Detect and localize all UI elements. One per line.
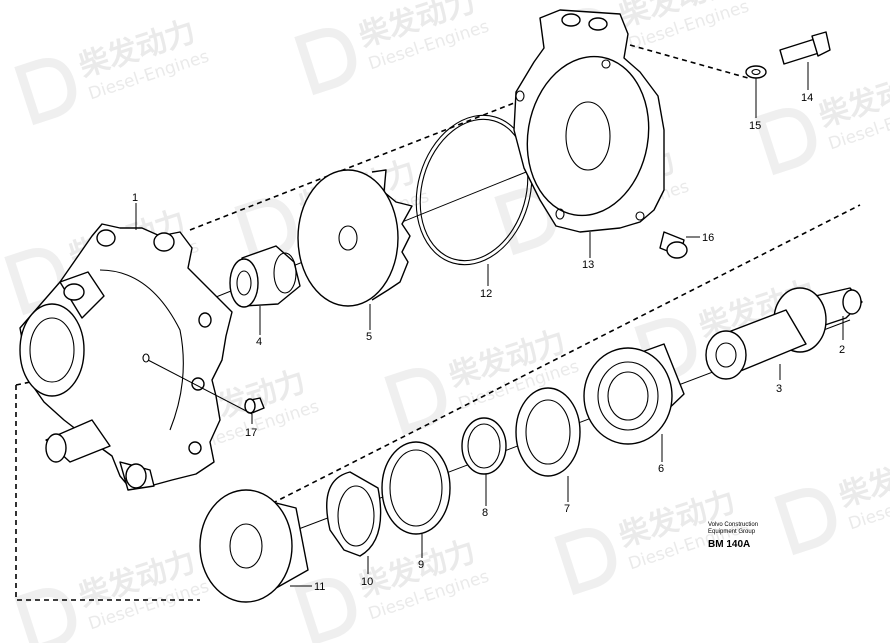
company-line-1: Volvo Construction (708, 522, 759, 528)
callout-11: 11 (314, 581, 325, 593)
watermark-logo-icon (634, 317, 697, 386)
callout-leaders (135, 62, 844, 587)
callout-15: 15 (749, 120, 761, 132)
callout-6: 6 (658, 463, 664, 475)
company-line-2: Equipment Group (708, 529, 756, 535)
drawing-code: BM 140A (708, 539, 751, 550)
ring-8 (461, 417, 507, 475)
watermark-logo-icon (14, 587, 77, 643)
pulley-11 (199, 489, 309, 603)
bolt-14 (779, 31, 831, 65)
watermark-logo-icon (294, 577, 357, 643)
plug-16 (659, 231, 688, 259)
bearing-6 (583, 343, 685, 445)
washer-9 (381, 441, 451, 535)
watermark-logo-icon (384, 367, 447, 436)
lock-ring-10 (326, 471, 382, 557)
callout-4: 4 (256, 336, 262, 348)
callout-9: 9 (418, 559, 424, 571)
o-ring-12 (415, 114, 533, 266)
callout-10: 10 (361, 576, 373, 588)
watermark-logo-icon (774, 487, 837, 556)
washer-15 (745, 65, 767, 79)
sleeve (705, 309, 807, 380)
shaft-seal (229, 245, 301, 308)
callout-13: 13 (582, 259, 594, 271)
callout-5: 5 (366, 331, 372, 343)
watermark-logo-icon (754, 107, 817, 176)
company-caption: Volvo Construction Equipment Group (708, 522, 778, 536)
callout-17: 17 (245, 427, 257, 439)
callout-numbers: 1 2 3 4 5 6 7 8 9 10 11 12 13 14 15 16 1… (132, 92, 845, 593)
pump-housing (19, 223, 233, 491)
impeller (297, 169, 413, 307)
callout-3: 3 (776, 383, 782, 395)
pump-cover (513, 9, 665, 233)
watermark-logo-icon (14, 57, 77, 126)
callout-2: 2 (839, 344, 845, 356)
seal-ring-7 (515, 387, 581, 477)
watermark-logo-icon (554, 527, 617, 596)
callout-12: 12 (480, 288, 492, 300)
callout-1: 1 (132, 192, 138, 204)
callout-8: 8 (482, 507, 488, 519)
callout-14: 14 (801, 92, 813, 104)
watermark-logo-icon (294, 27, 357, 96)
callout-16: 16 (702, 232, 714, 244)
callout-7: 7 (564, 503, 570, 515)
